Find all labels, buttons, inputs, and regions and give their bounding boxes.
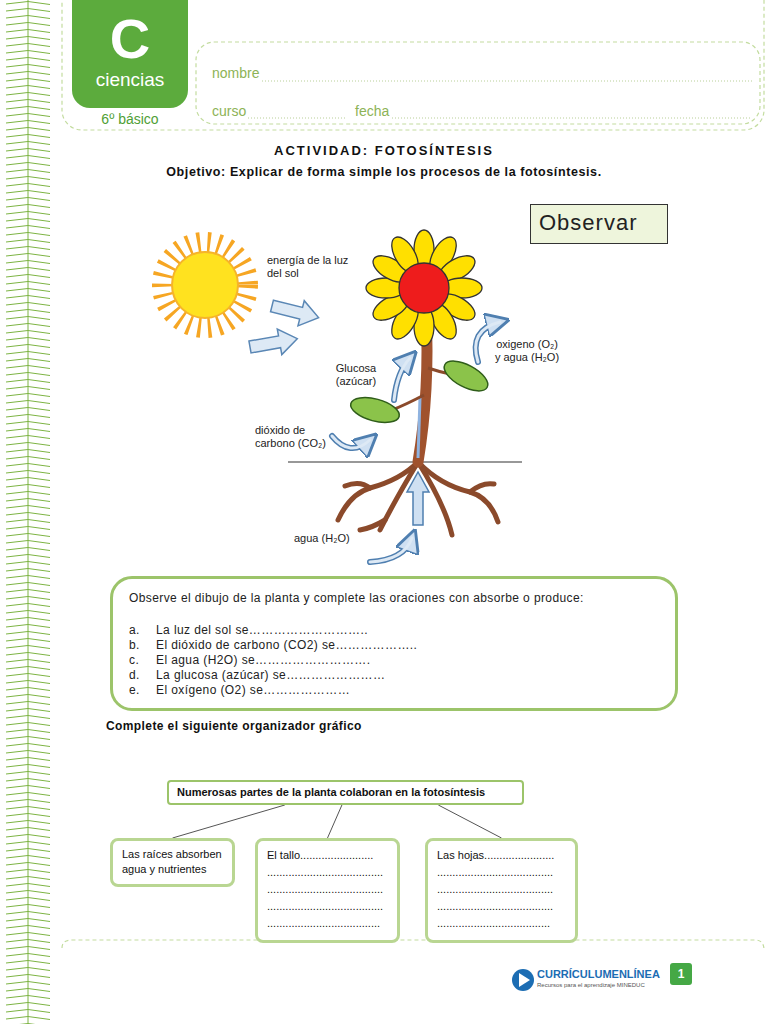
subject-tab: Cciencias: [72, 0, 188, 108]
organizer-box: Las raíces absorben agua y nutrientes: [110, 838, 235, 887]
list-letter: c.: [129, 653, 156, 668]
list-row: e.El oxígeno (O2) se…………………: [129, 683, 661, 698]
instruction-box: Observe el dibujo de la planta y complet…: [110, 576, 678, 711]
instruction-text: Observe el dibujo de la planta y complet…: [129, 591, 661, 605]
subject-name: ciencias: [72, 68, 188, 92]
observe-box: Observar: [530, 204, 668, 244]
organizer-connector: [173, 805, 285, 838]
list-item-text: El agua (H2O) se……………………….: [156, 653, 370, 668]
diagram-label: dióxido de carbono (CO₂): [255, 424, 327, 450]
box-text: 1: [670, 963, 692, 985]
box-text: Observar: [539, 210, 659, 236]
diagram-label: energía de la luz del sol: [267, 254, 349, 280]
box-text: ......................................: [267, 881, 388, 898]
grade-label: 6º básico: [72, 111, 188, 128]
box-text: Las hojas.......................: [437, 847, 566, 864]
field-label: fecha: [355, 103, 389, 120]
box-text: Numerosas partes de la planta colaboran …: [177, 786, 514, 798]
diagram-label: oxigeno (O₂) y agua (H₂O): [492, 338, 562, 364]
organizer-connector: [438, 805, 501, 838]
list-row: a.La luz del sol se………………………..: [129, 623, 661, 638]
organizer-connector: [328, 805, 342, 838]
subject-letter: C: [72, 10, 188, 68]
box-text: ......................................: [267, 864, 388, 881]
box-text: El tallo........................: [267, 847, 388, 864]
list-letter: a.: [129, 623, 156, 638]
page-number-box: 1: [670, 963, 692, 985]
box-text: ......................................: [437, 881, 566, 898]
organizer-box: Las hojas...............................…: [425, 838, 578, 943]
box-text: .....................................: [267, 915, 388, 932]
box-text: Las raíces absorben agua y nutrientes: [122, 847, 223, 877]
field-label: curso: [212, 103, 246, 120]
organizer-box: Numerosas partes de la planta colaboran …: [167, 780, 524, 805]
list-row: d.La glucosa (azúcar) se……………………: [129, 668, 661, 683]
list-row: b.El dióxido de carbono (CO2) se………………..: [129, 638, 661, 653]
brand-name: CURRÍCULUMENLÍNEA: [537, 968, 660, 981]
worksheet-title: ACTIVIDAD: FOTOSÍNTESIS: [0, 143, 768, 158]
organizer-box: El tallo................................…: [255, 838, 400, 943]
list-item-text: El dióxido de carbono (CO2) se………………..: [156, 638, 417, 653]
list-item-text: La glucosa (azúcar) se……………………: [156, 668, 385, 683]
diagram-label: Glucosa (azúcar): [326, 362, 386, 388]
list-item-text: La luz del sol se………………………..: [156, 623, 368, 638]
brand-tagline: Recursos para el aprendizaje MINEDUC: [537, 982, 645, 989]
list-row: c.El agua (H2O) se……………………….: [129, 653, 661, 668]
box-text: ......................................: [437, 898, 566, 915]
diagram-label: agua (H₂O): [294, 532, 366, 545]
list-letter: b.: [129, 638, 156, 653]
objective-text: Objetivo: Explicar de forma simple los p…: [0, 165, 768, 180]
list-letter: d.: [129, 668, 156, 683]
box-text: ......................................: [437, 864, 566, 881]
list-letter: e.: [129, 683, 156, 698]
box-text: ......................................: [267, 898, 388, 915]
section-heading: Complete el siguiente organizador gráfic…: [106, 719, 362, 733]
field-label: nombre: [212, 65, 259, 82]
box-text: .....................................: [437, 915, 566, 932]
list-item-text: El oxígeno (O2) se…………………: [156, 683, 350, 698]
